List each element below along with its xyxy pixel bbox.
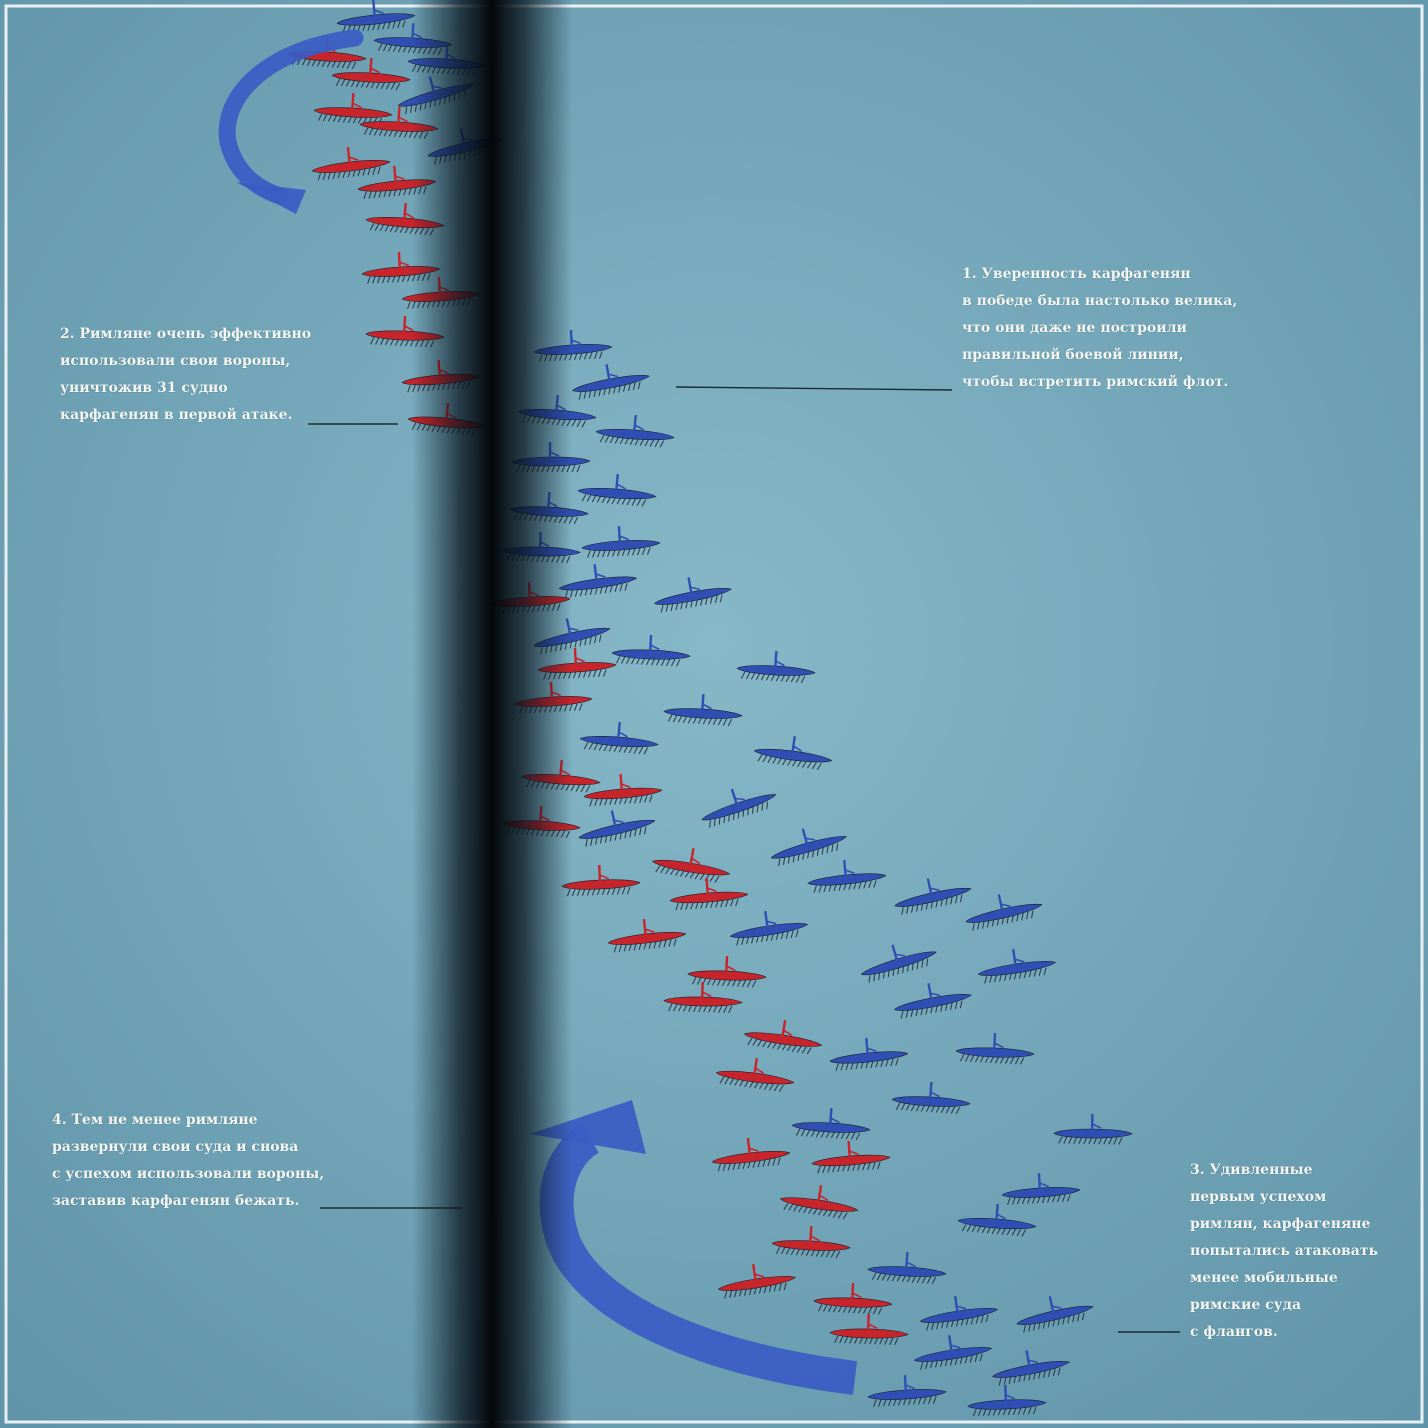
annotation-1-line: что они даже не построили <box>962 315 1237 342</box>
annotation-3-line: 3. Удивленные <box>1190 1157 1378 1184</box>
annotation-1-line: 1. Уверенность карфагенян <box>962 261 1237 288</box>
book-gutter <box>412 0 572 1428</box>
annotation-2-line: уничтожив 31 судно <box>60 375 311 402</box>
annotation-3-line: римские суда <box>1190 1292 1378 1319</box>
annotation-2-line: карфагенян в первой атаке. <box>60 402 311 429</box>
annotation-3: 3. Удивленные первым успехом римлян, кар… <box>1190 1157 1378 1346</box>
annotation-1-line: в победе была настолько велика, <box>962 288 1237 315</box>
annotation-2-line: 2. Римляне очень эффективно <box>60 321 311 348</box>
annotation-4-line: заставив карфагенян бежать. <box>52 1188 324 1215</box>
annotation-4: 4. Тем не менее римляне развернули свои … <box>52 1107 324 1215</box>
annotation-4-line: развернули свои суда и снова <box>52 1134 324 1161</box>
annotation-2-line: использовали свои вороны, <box>60 348 311 375</box>
annotation-4-line: 4. Тем не менее римляне <box>52 1107 324 1134</box>
annotation-3-line: римлян, карфагеняне <box>1190 1211 1378 1238</box>
annotation-1-line: правильной боевой линии, <box>962 342 1237 369</box>
annotation-3-line: первым успехом <box>1190 1184 1378 1211</box>
annotation-3-line: с флангов. <box>1190 1319 1378 1346</box>
annotation-1: 1. Уверенность карфагенян в победе была … <box>962 261 1237 396</box>
annotation-1-line: чтобы встретить римский флот. <box>962 369 1237 396</box>
annotation-2: 2. Римляне очень эффективно использовали… <box>60 321 311 429</box>
annotation-3-line: менее мобильные <box>1190 1265 1378 1292</box>
annotation-4-line: с успехом использовали вороны, <box>52 1161 324 1188</box>
annotation-3-line: попытались атаковать <box>1190 1238 1378 1265</box>
